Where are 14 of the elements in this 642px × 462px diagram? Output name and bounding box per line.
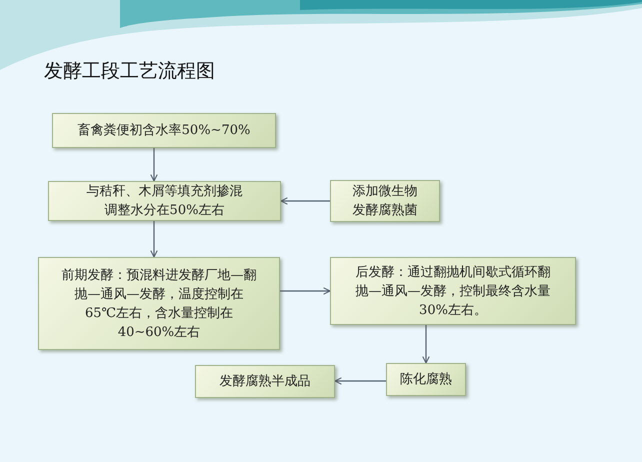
process-box: 后发酵：通过翻抛机间歇式循环翻抛—通风—发酵，控制最终含水量30%左右。 [330, 257, 576, 325]
arrow [280, 287, 331, 295]
arrow [150, 221, 158, 258]
arrow [150, 148, 158, 182]
process-box: 与秸秆、木屑等填充剂掺混调整水分在50%左右 [48, 181, 281, 221]
title: 发酵工段工艺流程图 [44, 59, 215, 84]
arrow [422, 325, 430, 364]
input-box: 添加微生物发酵腐熟菌 [330, 180, 440, 222]
process-box: 前期发酵：预混料进发酵厂地—翻抛—通风—发酵，温度控制在65℃左右，含水量控制在40~60%左右 [38, 257, 280, 350]
arrow [334, 377, 386, 385]
process-box: 陈化腐熟 [386, 363, 466, 396]
arrow [280, 197, 330, 205]
output-box: 发酵腐熟半成品 [195, 365, 335, 398]
process-box: 畜禽粪便初含水率50%~70% [52, 113, 276, 148]
